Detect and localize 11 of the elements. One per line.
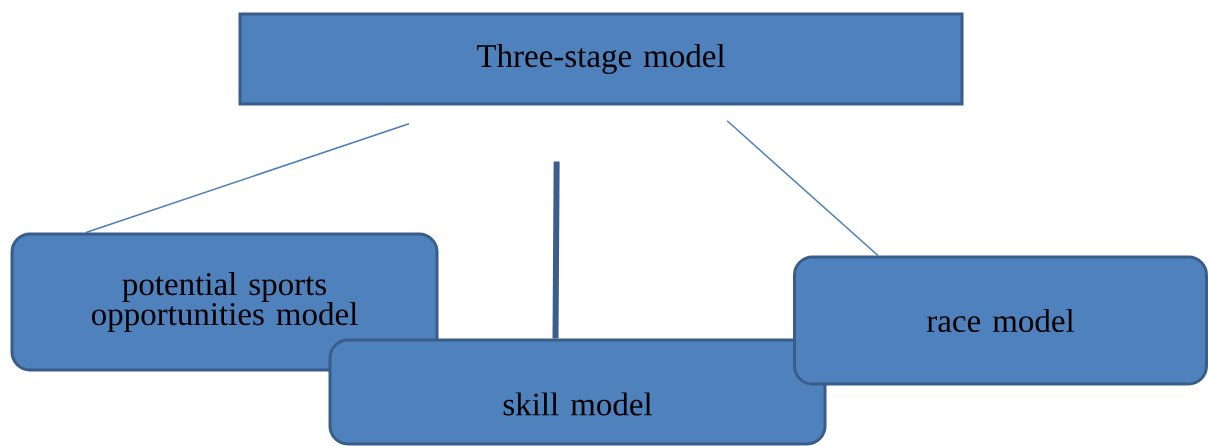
rounded-box [793,255,1208,386]
box-label: race model [926,308,1075,333]
connector-line [85,122,410,234]
title-box [238,12,964,106]
box-label: potential sports opportunities model [91,272,358,332]
box-label: skill model [503,392,652,416]
connector-line [552,161,560,339]
connector-line [726,120,879,257]
rounded-box [328,338,827,446]
rounded-box [10,232,439,372]
box-label: Three-stage model [477,44,725,74]
